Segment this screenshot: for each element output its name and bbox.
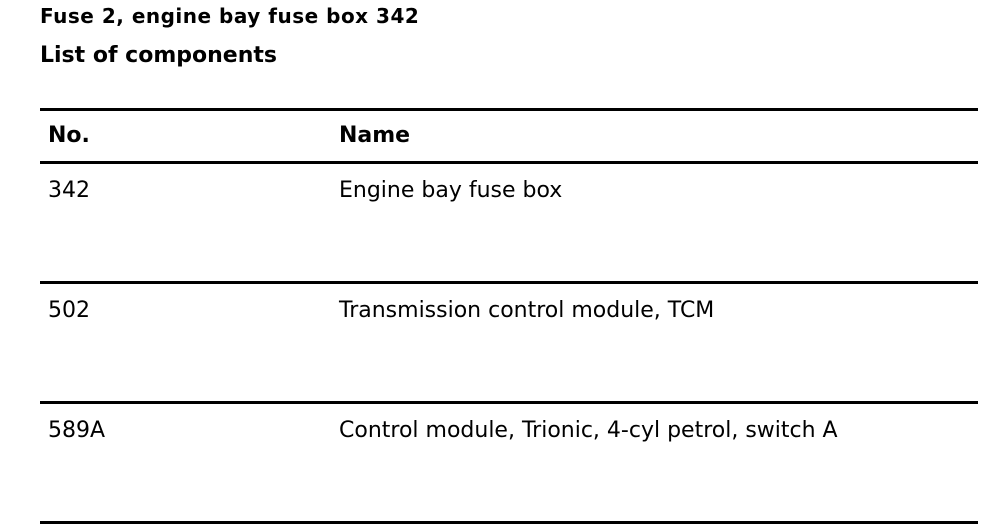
- component-name: Control module, Trionic, 4-cyl petrol, s…: [339, 418, 838, 443]
- table-header-row: No. Name: [40, 111, 978, 164]
- component-name: Transmission control module, TCM: [339, 298, 715, 323]
- component-name: Engine bay fuse box: [339, 178, 563, 203]
- component-number: 502: [48, 298, 90, 323]
- table-row: 342 Engine bay fuse box: [40, 164, 978, 284]
- section-title: List of components: [40, 43, 277, 68]
- components-table: No. Name 342 Engine bay fuse box 502 Tra…: [40, 108, 978, 524]
- column-header-no: No.: [48, 123, 90, 148]
- column-header-name: Name: [339, 123, 411, 148]
- component-number: 589A: [48, 418, 106, 443]
- table-row: 589A Control module, Trionic, 4-cyl petr…: [40, 404, 978, 524]
- component-number: 342: [48, 178, 90, 203]
- page-title: Fuse 2, engine bay fuse box 342: [40, 4, 420, 28]
- table-row: 502 Transmission control module, TCM: [40, 284, 978, 404]
